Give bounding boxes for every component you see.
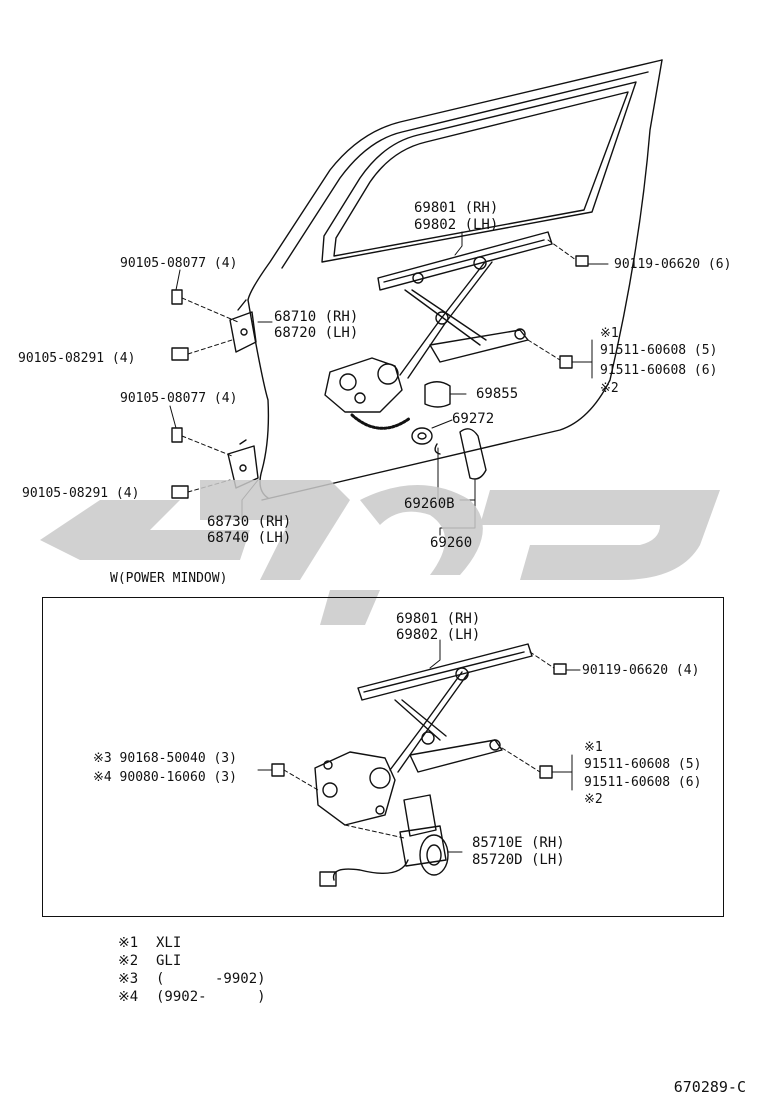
label-lower-hinge-lh: 68740 (LH) <box>207 530 292 546</box>
label-snap-ring: 69272 <box>452 411 495 427</box>
legend-text: XLI <box>156 935 182 951</box>
legend-item: ※4 (9902- ) <box>118 988 266 1006</box>
legend-text: (9902- ) <box>156 989 266 1005</box>
label-power-screw-6: 91511-60608 (6) <box>584 775 702 790</box>
power-window-frame <box>42 597 724 917</box>
bolts-power <box>271 663 567 779</box>
legend-mark: ※1 <box>118 935 139 951</box>
watermark-shapes <box>40 480 720 625</box>
label-upper-hinge-bolt-top: 90105-08077 (4) <box>120 256 238 271</box>
legend-item: ※2 GLI <box>118 952 266 970</box>
legend-item: ※1 XLI <box>118 934 266 952</box>
label-power-glass-run-lh: 69802 (LH) <box>396 627 481 643</box>
label-power-screw-5: 91511-60608 (5) <box>584 757 702 772</box>
label-regulator-screw-mark1: ※1 <box>600 326 619 341</box>
label-regulator-screw-5: 91511-60608 (5) <box>600 343 718 358</box>
label-power-glass-run-rh: 69801 (RH) <box>396 611 481 627</box>
label-regulator-screw-mark2: ※2 <box>600 381 619 396</box>
legend-item: ※3 ( -9902) <box>118 970 266 988</box>
manual-regulator <box>324 231 553 430</box>
label-power-screw-mark1: ※1 <box>584 740 603 755</box>
label-motor-bolt-3: ※3 90168-50040 (3) <box>93 751 237 766</box>
label-motor-bolt-4: ※4 90080-16060 (3) <box>93 770 237 785</box>
handle-parts <box>411 381 487 480</box>
legend: ※1 XLI ※2 GLI ※3 ( -9902) ※4 (9902- ) <box>118 934 266 1006</box>
label-regulator-screw-6: 91511-60608 (6) <box>600 363 718 378</box>
door-frame <box>247 59 663 501</box>
label-upper-hinge-rh: 68710 (RH) <box>274 309 359 325</box>
label-lower-hinge-bolt-side: 90105-08291 (4) <box>22 486 140 501</box>
bolts-manual <box>171 255 589 499</box>
label-lower-hinge-bolt-top: 90105-08077 (4) <box>120 391 238 406</box>
legend-text: GLI <box>156 953 182 969</box>
leaders-power <box>257 639 581 853</box>
lower-hinge <box>227 439 259 489</box>
label-power-regulator-bolt: 90119-06620 (4) <box>582 663 700 678</box>
diagram-code: 670289-C <box>673 1078 746 1096</box>
legend-text: ( -9902) <box>156 971 266 987</box>
label-handle-sub: 69260B <box>404 496 455 512</box>
label-glass-run-lh: 69802 (LH) <box>414 217 499 233</box>
label-power-screw-mark2: ※2 <box>584 792 603 807</box>
upper-hinge <box>229 299 257 353</box>
power-motor <box>319 794 449 887</box>
legend-mark: ※3 <box>118 971 139 987</box>
power-regulator <box>314 643 533 826</box>
label-regulator-bolt: 90119-06620 (6) <box>614 257 732 272</box>
label-handle: 69260 <box>430 535 473 551</box>
label-lower-hinge-rh: 68730 (RH) <box>207 514 292 530</box>
label-power-window-title: W(POWER MINDOW) <box>110 571 228 586</box>
legend-mark: ※4 <box>118 989 139 1005</box>
label-upper-hinge-bolt-side: 90105-08291 (4) <box>18 351 136 366</box>
label-knob: 69855 <box>476 386 519 402</box>
label-glass-run-rh: 69801 (RH) <box>414 200 499 216</box>
label-upper-hinge-lh: 68720 (LH) <box>274 325 359 341</box>
label-motor-lh: 85720D (LH) <box>472 852 565 868</box>
label-motor-rh: 85710E (RH) <box>472 835 565 851</box>
legend-mark: ※2 <box>118 953 139 969</box>
